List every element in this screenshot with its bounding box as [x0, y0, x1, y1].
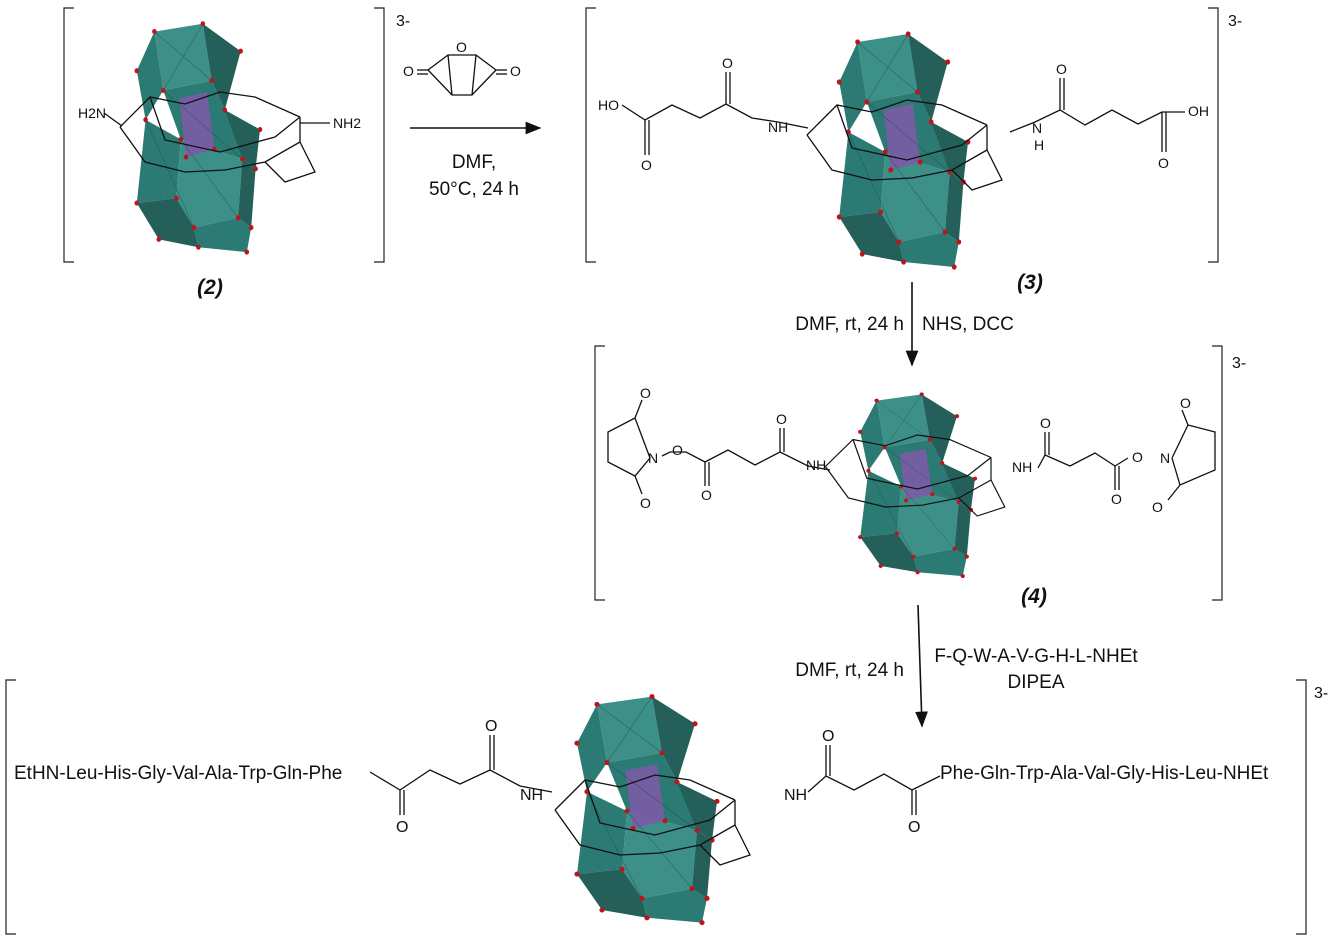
svg-text:O: O	[396, 819, 408, 836]
svg-text:NH: NH	[784, 787, 807, 804]
svg-text:NH: NH	[520, 787, 543, 804]
svg-text:O: O	[640, 495, 651, 511]
svg-text:O: O	[1111, 491, 1122, 507]
charge-2: 3-	[396, 13, 410, 30]
compound-3: 3- HO O O NH N H O O OH (3)	[585, 7, 1242, 294]
svg-text:O: O	[485, 718, 497, 735]
amine-right: NH2	[333, 115, 361, 131]
svg-text:O: O	[701, 487, 712, 503]
svg-text:N: N	[1160, 450, 1170, 466]
svg-text:N: N	[1032, 120, 1042, 136]
r3-peptide: F-Q-W-A-V-G-H-L-NHEt	[934, 646, 1138, 667]
compound-4: 3- O O N O O O NH NH O O O N	[594, 345, 1246, 608]
svg-text:O: O	[1152, 499, 1163, 515]
r2-left: DMF, rt, 24 h	[795, 314, 904, 335]
r2-right: NHS, DCC	[922, 314, 1014, 335]
svg-text:O: O	[1180, 395, 1191, 411]
r3-left: DMF, rt, 24 h	[795, 660, 904, 681]
svg-text:O: O	[1040, 415, 1051, 431]
svg-text:H: H	[1034, 137, 1044, 153]
svg-text:NH: NH	[768, 119, 788, 135]
compound-2: 3- H2N NH2 (2)	[63, 7, 410, 299]
arrow-3	[915, 604, 928, 728]
r3-base: DIPEA	[1007, 672, 1064, 693]
svg-text:O: O	[641, 157, 652, 173]
r1-conditions: 50°C, 24 h	[429, 179, 519, 200]
svg-text:O: O	[640, 385, 651, 401]
svg-text:O: O	[1056, 61, 1067, 77]
label-2: (2)	[197, 276, 223, 299]
svg-text:O: O	[722, 55, 733, 71]
svg-text:NH: NH	[806, 457, 826, 473]
svg-text:OH: OH	[1188, 103, 1209, 119]
charge-4: 3-	[1232, 355, 1246, 372]
reaction-1: O O O DMF, 50°C, 24 h	[403, 39, 542, 200]
r1-solvent: DMF,	[452, 152, 496, 173]
svg-text:N: N	[648, 450, 658, 466]
succinic-anhydride: O O O	[403, 39, 521, 96]
svg-text:O: O	[908, 819, 920, 836]
svg-text:O: O	[776, 411, 787, 427]
label-4: (4)	[1021, 585, 1047, 608]
svg-text:O: O	[456, 39, 467, 55]
svg-text:O: O	[1132, 449, 1143, 465]
svg-text:O: O	[672, 442, 683, 458]
svg-text:O: O	[822, 728, 834, 745]
reaction-2: DMF, rt, 24 h NHS, DCC	[795, 282, 1014, 367]
reaction-3: DMF, rt, 24 h F-Q-W-A-V-G-H-L-NHEt DIPEA	[795, 604, 1138, 728]
left-peptide: EtHN-Leu-His-Gly-Val-Ala-Trp-Gln-Phe	[14, 763, 342, 784]
svg-text:O: O	[403, 63, 414, 79]
svg-text:NH: NH	[1012, 459, 1032, 475]
charge-3: 3-	[1228, 13, 1242, 30]
charge-5: 3-	[1314, 685, 1328, 702]
right-peptide: Phe-Gln-Trp-Ala-Val-Gly-His-Leu-NHEt	[940, 763, 1269, 784]
svg-text:O: O	[510, 63, 521, 79]
amine-left: H2N	[78, 105, 106, 121]
compound-5: 3- EtHN-Leu-His-Gly-Val-Ala-Trp-Gln-Phe …	[5, 679, 1328, 935]
svg-text:O: O	[1158, 155, 1169, 171]
svg-text:HO: HO	[598, 97, 619, 113]
label-3: (3)	[1017, 271, 1043, 294]
